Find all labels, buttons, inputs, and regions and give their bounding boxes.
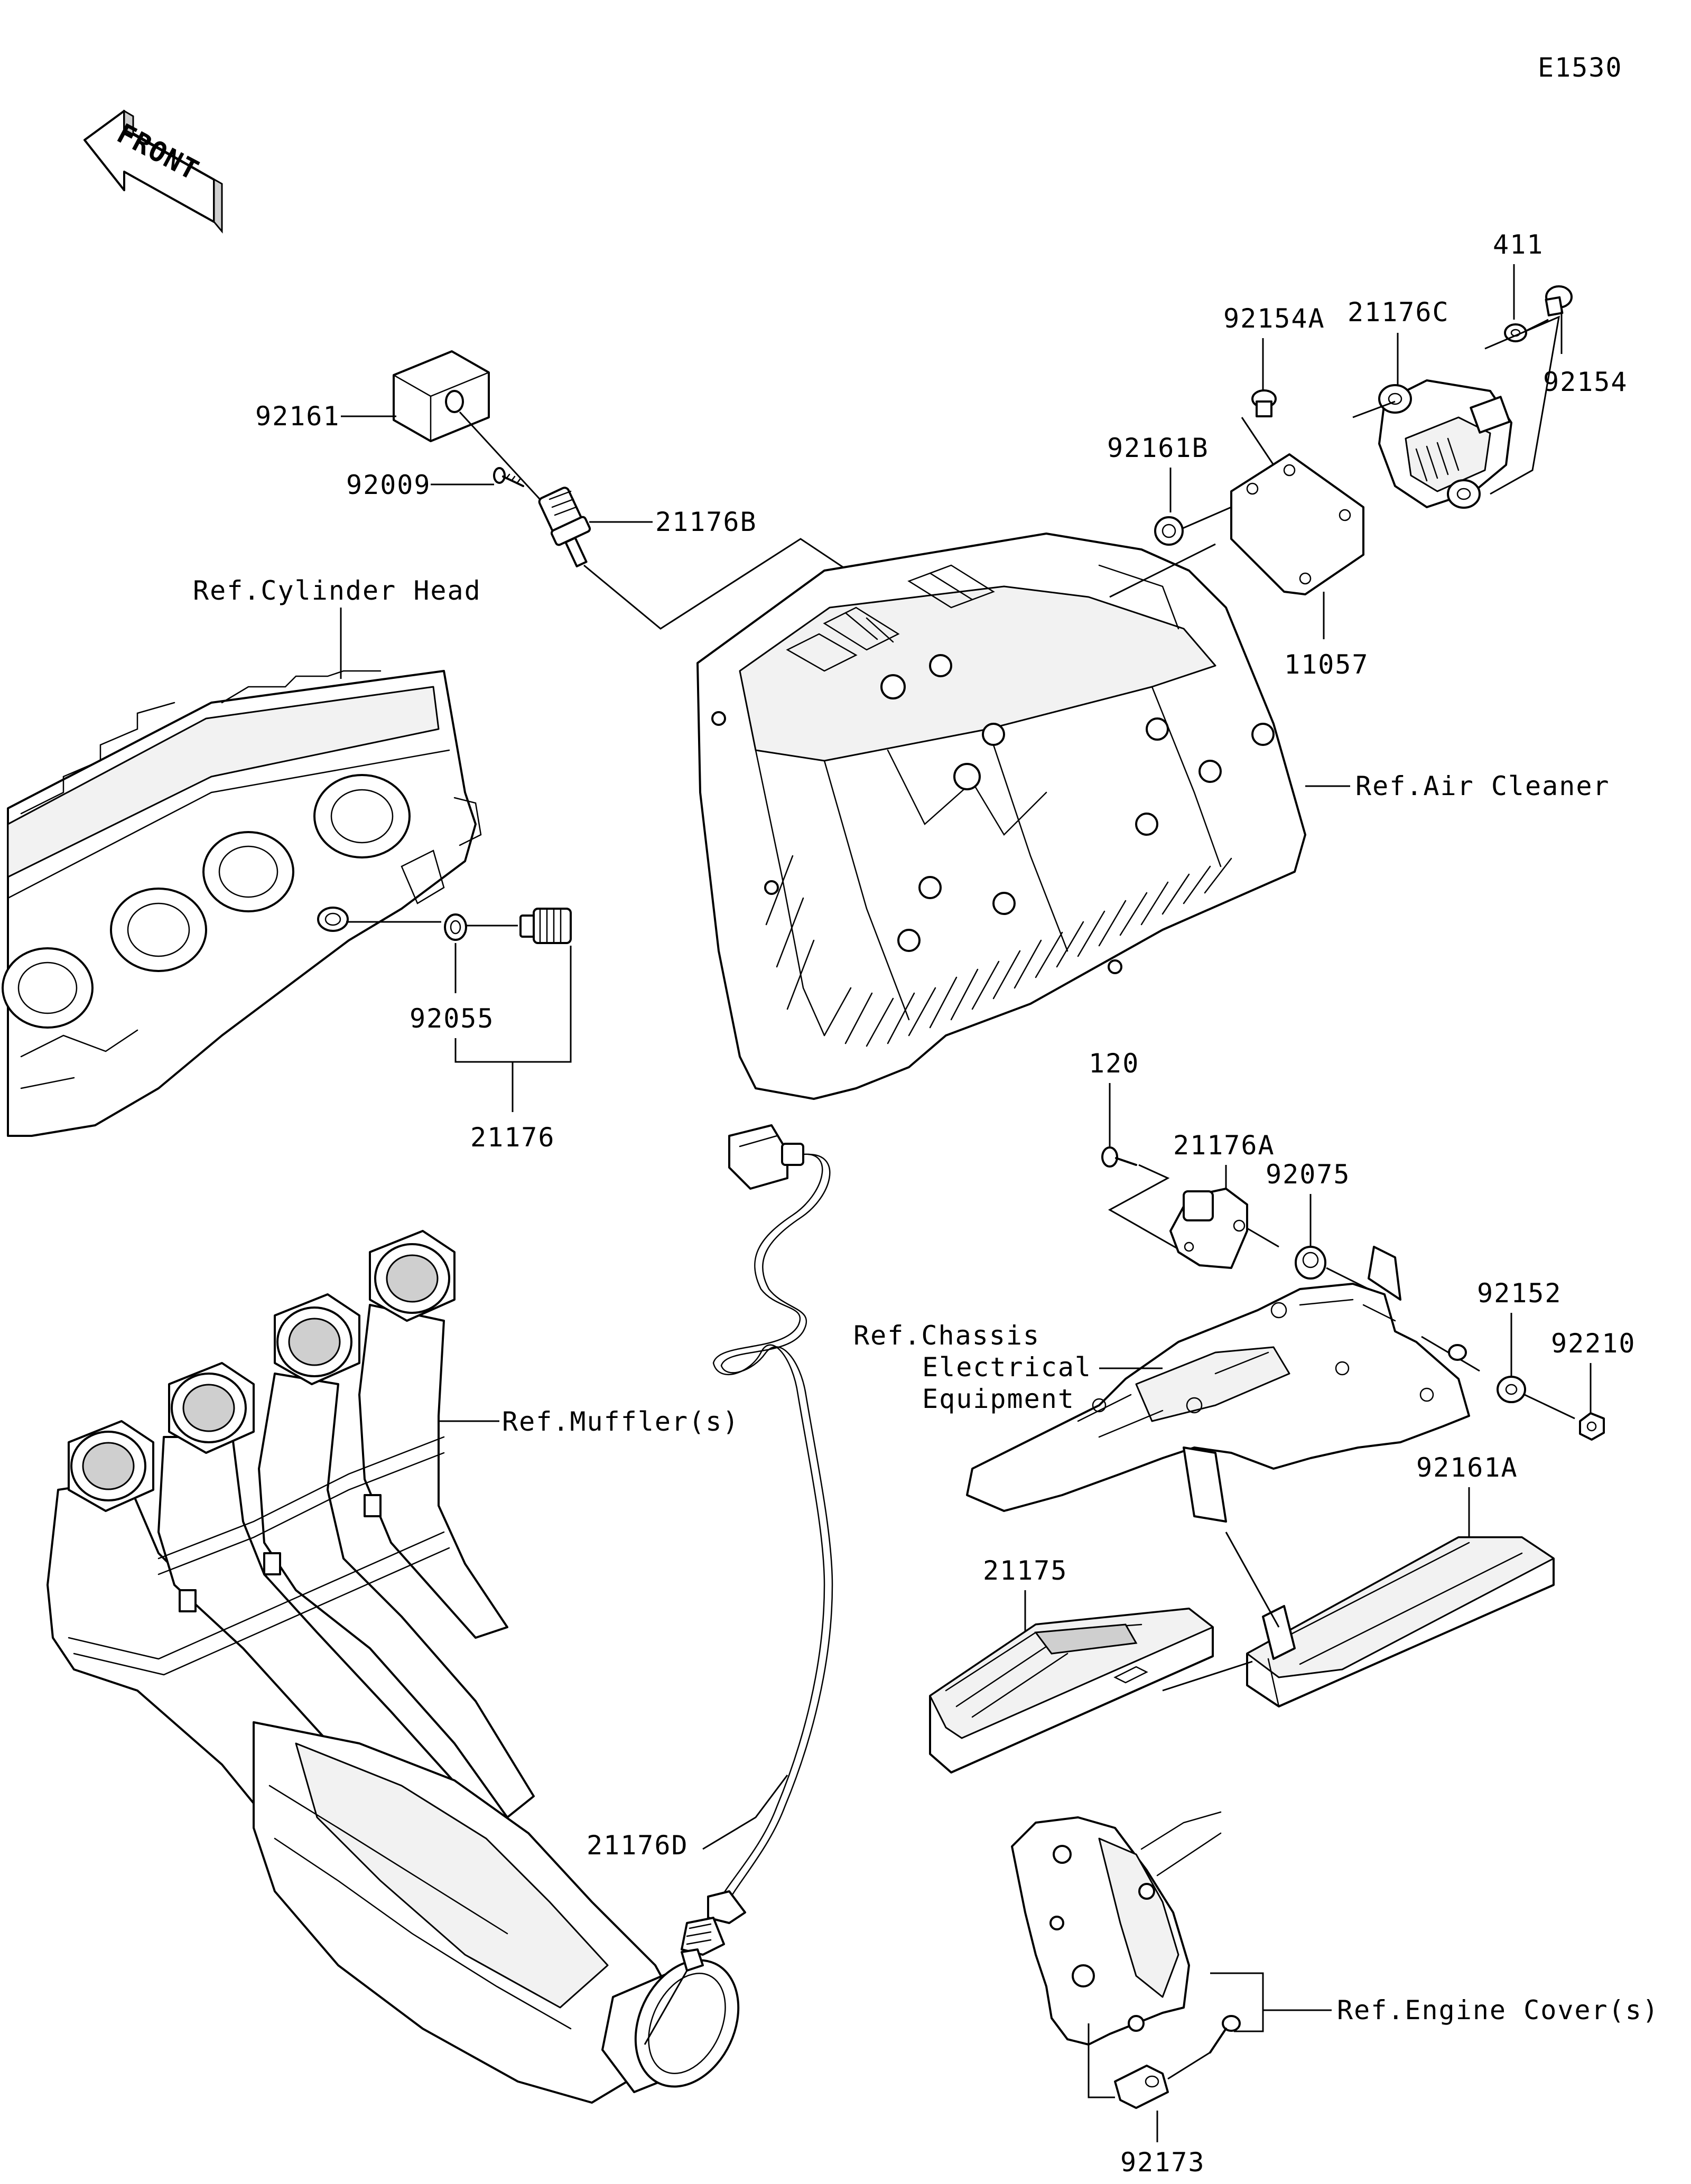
sensor-21176: [519, 908, 572, 944]
label-92210: 92210: [1551, 1328, 1636, 1359]
ref-chassis-line2: Electrical: [922, 1352, 1092, 1383]
ref-engine-cover: Ref.Engine Cover(s): [1337, 1995, 1659, 2026]
ecu-21175: [929, 1608, 1214, 1774]
clip-92152: [1448, 1344, 1467, 1361]
label-92173: 92173: [1120, 2147, 1205, 2178]
label-92009: 92009: [346, 470, 431, 500]
label-92161B: 92161B: [1107, 433, 1209, 463]
screw-92009: [493, 467, 524, 487]
nut-92210: [1579, 1412, 1605, 1441]
ref-chassis-line3: Equipment: [922, 1384, 1075, 1414]
ref-cylinder-head: Ref.Cylinder Head: [193, 575, 481, 606]
clamp-92173: [1114, 2065, 1169, 2109]
washer-92055: [444, 913, 467, 941]
ref-chassis-line1: Ref.Chassis: [853, 1320, 1040, 1351]
label-92161: 92161: [255, 401, 340, 432]
collar-92152: [1497, 1376, 1526, 1403]
label-21176: 21176: [470, 1122, 555, 1153]
label-21176A: 21176A: [1173, 1130, 1275, 1161]
rubber-tray-92161A: [1246, 1536, 1555, 1707]
diagram-id: E1530: [1538, 52, 1623, 83]
chassis-electrical-bracket: [966, 1246, 1470, 1523]
ref-mufflers: Ref.Muffler(s): [502, 1406, 739, 1437]
air-cleaner-housing: [696, 533, 1306, 1100]
grommet-92075: [1295, 1246, 1326, 1280]
label-411: 411: [1493, 229, 1544, 260]
label-11057: 11057: [1284, 649, 1369, 680]
bolt-92154A: [1251, 389, 1277, 417]
label-21176C: 21176C: [1348, 297, 1450, 328]
label-120: 120: [1089, 1048, 1139, 1079]
label-21176B: 21176B: [655, 507, 757, 537]
label-92055: 92055: [410, 1003, 495, 1034]
label-92075: 92075: [1266, 1159, 1351, 1190]
sensor-21176C: [1378, 379, 1512, 509]
front-arrow-icon: FRONT: [83, 109, 223, 234]
label-92154A: 92154A: [1223, 303, 1325, 334]
bracket-11057: [1230, 453, 1364, 595]
bolt-92154: [1545, 285, 1573, 316]
label-92152: 92152: [1477, 1278, 1562, 1309]
label-21175: 21175: [983, 1555, 1068, 1586]
ref-air-cleaner: Ref.Air Cleaner: [1355, 771, 1610, 801]
exhaust-headers: [47, 1230, 740, 2104]
bolt-engine-cover: [1209, 2015, 1241, 2054]
sensor-21176A: [1169, 1188, 1248, 1269]
sensor-21176B: [538, 487, 591, 567]
bolt-120: [1101, 1146, 1137, 1168]
o2-sensor-21176D: [681, 1124, 833, 1972]
engine-cover-bracket: [1011, 1811, 1222, 2046]
cylinder-head: [2, 670, 482, 1137]
label-92161A: 92161A: [1416, 1452, 1518, 1483]
label-21176D: 21176D: [587, 1830, 689, 1861]
grommet-92161B: [1154, 516, 1184, 546]
label-92154: 92154: [1543, 367, 1628, 397]
